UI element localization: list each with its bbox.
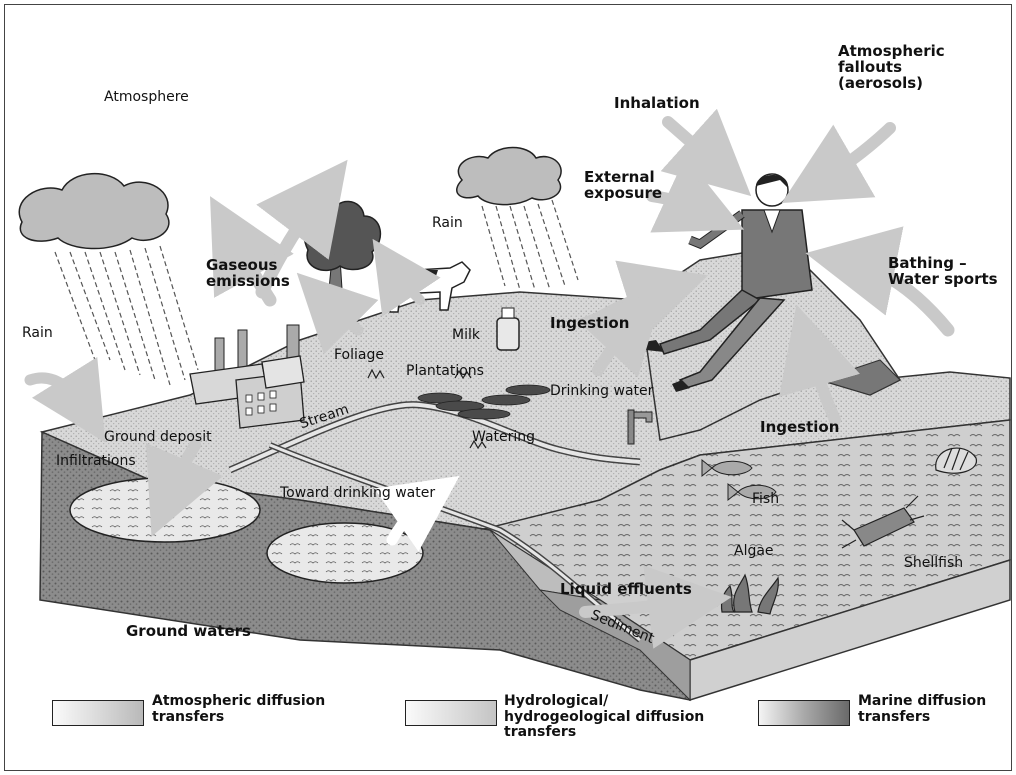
label-gaseous-emissions: Gaseous emissions <box>206 258 290 290</box>
rain-cloud-left <box>19 174 198 385</box>
label-bathing-water-sports: Bathing – Water sports <box>888 256 998 288</box>
label-liquid-effluents: Liquid effluents <box>560 582 692 598</box>
legend-label-hydrological: Hydrological/ hydrogeological diffusion … <box>504 694 704 741</box>
label-atmospheric-fallouts: Atmospheric fallouts (aerosols) <box>838 44 945 91</box>
label-atmosphere: Atmosphere <box>104 90 189 105</box>
label-watering: Watering <box>472 430 535 445</box>
label-rain-center: Rain <box>432 216 463 231</box>
tree <box>304 201 380 320</box>
label-ground-waters: Ground waters <box>126 624 251 640</box>
legend-label-atmospheric: Atmospheric diffusion transfers <box>152 694 325 725</box>
label-shellfish: Shellfish <box>904 556 963 571</box>
label-rain-left: Rain <box>22 326 53 341</box>
label-external-exposure: External exposure <box>584 170 662 202</box>
label-plantations: Plantations <box>406 364 484 379</box>
legend-swatch-marine <box>758 700 850 726</box>
label-fish: Fish <box>752 492 779 507</box>
label-algae: Algae <box>734 544 774 559</box>
rain-cloud-center <box>457 148 578 291</box>
legend-swatch-hydrological <box>405 700 497 726</box>
label-ingestion-land: Ingestion <box>550 316 629 332</box>
legend-swatch-atmospheric <box>52 700 144 726</box>
label-infiltrations: Infiltrations <box>56 454 136 469</box>
legend-label-marine: Marine diffusion transfers <box>858 694 986 725</box>
label-toward-drinking-water: Toward drinking water <box>280 486 435 501</box>
label-inhalation: Inhalation <box>614 96 700 112</box>
label-ingestion-sea: Ingestion <box>760 420 839 436</box>
groundwater-pool-left <box>70 478 260 542</box>
label-milk: Milk <box>452 328 480 343</box>
label-drinking-water: Drinking water <box>550 384 653 399</box>
label-ground-deposit: Ground deposit <box>104 430 212 445</box>
label-foliage: Foliage <box>334 348 384 363</box>
